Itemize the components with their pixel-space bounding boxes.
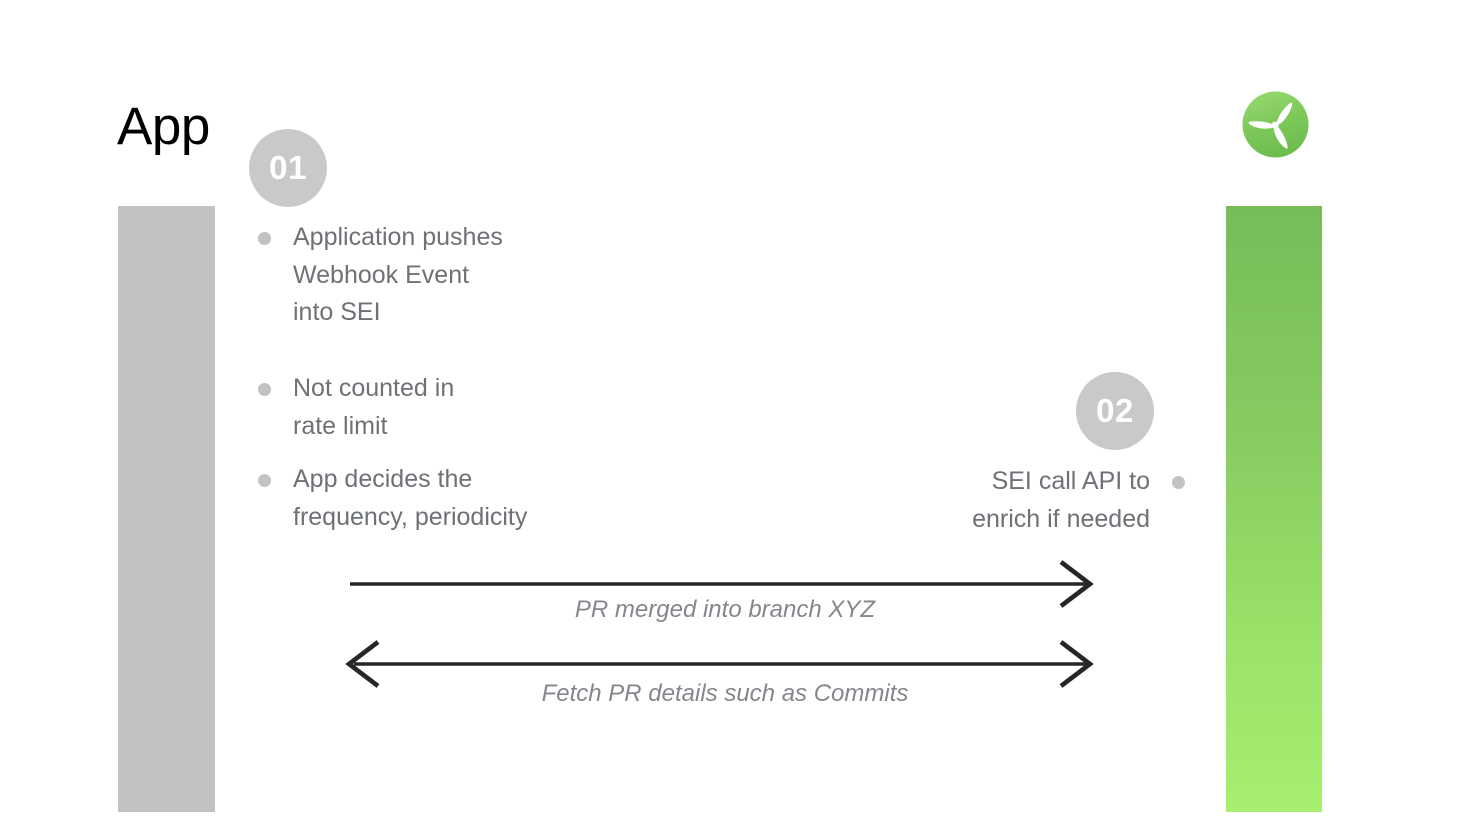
page-title: App [117, 97, 210, 156]
bullet-dot-icon [258, 474, 271, 487]
list-item: Application pushes Webhook Event into SE… [258, 219, 588, 332]
bullet-text: SEI call API to enrich if needed [972, 467, 1150, 533]
bullet-dot-icon [1172, 476, 1185, 489]
sei-lane-bar [1226, 206, 1322, 812]
list-item: Not counted in rate limit [258, 370, 588, 445]
arrow-label-fetch-pr-details: Fetch PR details such as Commits [541, 680, 909, 707]
arrow-label-pr-merged: PR merged into branch XYZ [574, 596, 876, 623]
step-badge-01: 01 [249, 129, 327, 207]
bullet-text: Application pushes Webhook Event into SE… [293, 223, 503, 326]
bullet-dot-icon [258, 383, 271, 396]
bullet-dot-icon [258, 232, 271, 245]
bullet-text: Not counted in rate limit [293, 374, 455, 440]
list-item: SEI call API to enrich if needed [860, 463, 1185, 538]
propeller-logo [1242, 91, 1309, 158]
sequence-arrows [345, 560, 1094, 688]
list-item: App decides the frequency, periodicity [258, 461, 598, 536]
step-badge-02: 02 [1076, 372, 1154, 450]
bullet-text: App decides the frequency, periodicity [293, 465, 528, 531]
app-lane-bar [118, 206, 215, 812]
